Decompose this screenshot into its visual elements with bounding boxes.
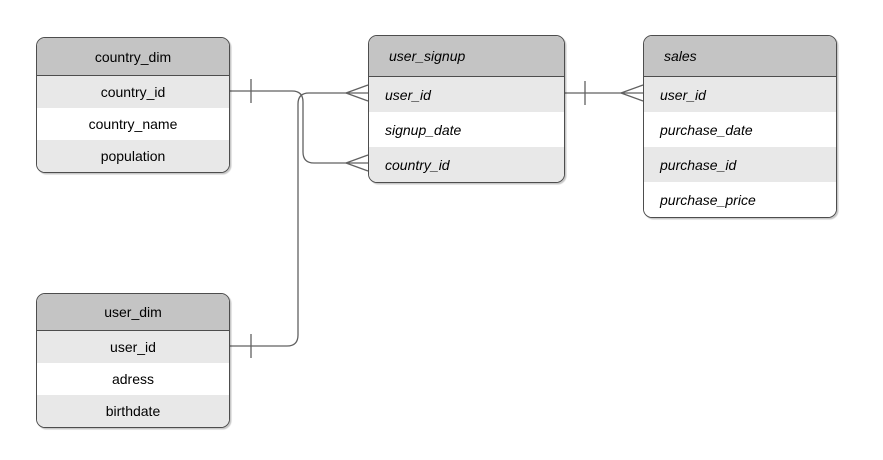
table-row-field: purchase_price: [644, 182, 836, 217]
table-header: user_signup: [369, 36, 564, 77]
table-header: user_dim: [37, 294, 229, 331]
crow-foot-icon: [345, 154, 369, 172]
entity-table-country-dim[interactable]: country_dim country_id country_name popu…: [36, 37, 230, 173]
table-row-field: adress: [37, 363, 229, 395]
entity-table-sales[interactable]: sales user_id purchase_date purchase_id …: [643, 35, 837, 218]
table-header: sales: [644, 36, 836, 77]
table-row-field: purchase_id: [644, 147, 836, 182]
entity-table-user-dim[interactable]: user_dim user_id adress birthdate: [36, 293, 230, 428]
relationship-user-dim-to-user-signup: [230, 84, 369, 358]
connector-line: [230, 92, 368, 347]
crow-foot-icon: [620, 84, 644, 102]
relationship-country-dim-to-user-signup: [230, 79, 369, 172]
table-row-field: user_id: [37, 331, 229, 363]
table-row-field: birthdate: [37, 395, 229, 427]
table-row-field: signup_date: [369, 112, 564, 147]
connector-line: [230, 90, 368, 164]
relationship-user-signup-to-sales: [565, 81, 644, 105]
table-row-field: population: [37, 140, 229, 172]
table-row-field: purchase_date: [644, 112, 836, 147]
crow-foot-icon: [345, 84, 369, 102]
table-row-field: country_name: [37, 108, 229, 140]
table-header: country_dim: [37, 38, 229, 76]
table-row-field: country_id: [37, 76, 229, 108]
table-row-field: user_id: [369, 77, 564, 112]
table-row-field: user_id: [644, 77, 836, 112]
entity-table-user-signup[interactable]: user_signup user_id signup_date country_…: [368, 35, 565, 183]
table-row-field: country_id: [369, 147, 564, 182]
